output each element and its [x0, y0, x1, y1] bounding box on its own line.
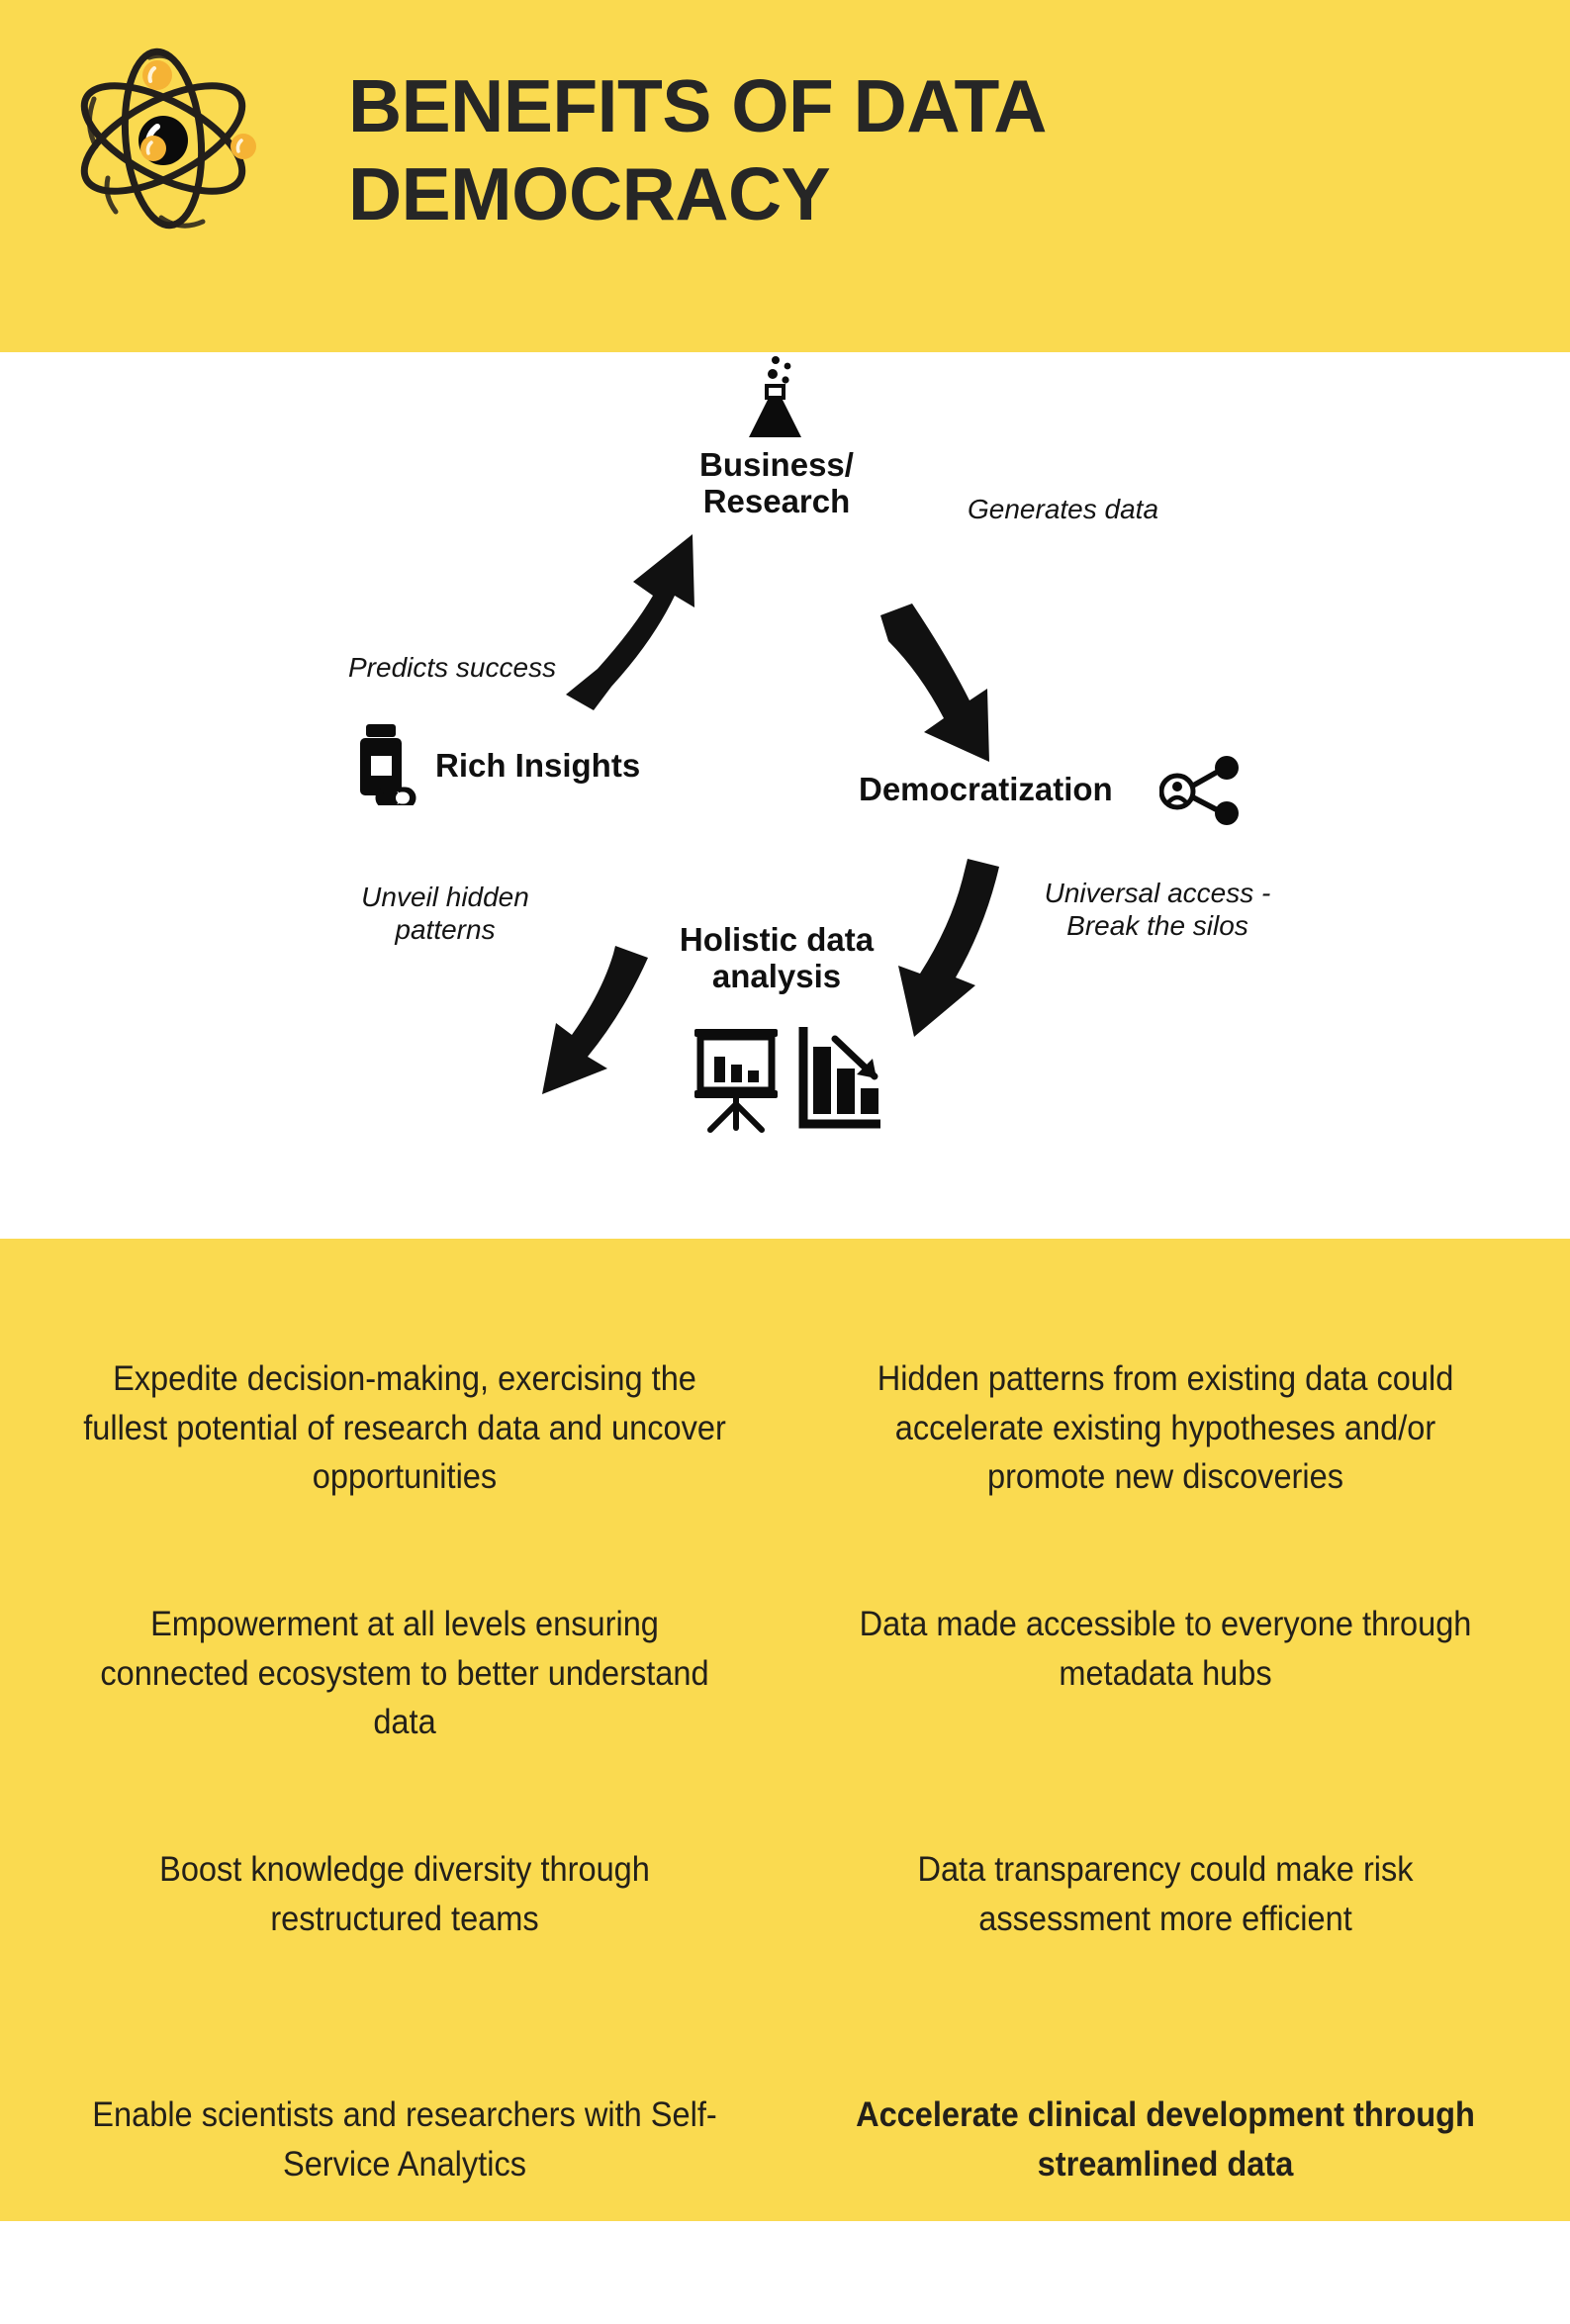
benefit-text: Accelerate clinical development through …: [856, 2095, 1476, 2184]
benefit-item: Data transparency could make risk assess…: [813, 1833, 1520, 2079]
share-network-icon: [1158, 756, 1241, 827]
benefit-item: Hidden patterns from existing data could…: [813, 1343, 1520, 1588]
presentation-chart-icon: [687, 1017, 884, 1136]
arrow-predicts-success: [566, 534, 694, 710]
benefit-item: Accelerate clinical development through …: [813, 2079, 1520, 2324]
cycle-diagram-section: Business/ Research Generates data Democr…: [0, 352, 1570, 1239]
benefit-text: Boost knowledge diversity through restru…: [158, 1850, 650, 1938]
benefit-item: Data made accessible to everyone through…: [813, 1588, 1520, 1833]
cycle-node-holistic-data-analysis: Holistic data analysis: [679, 921, 875, 994]
header-banner: Benefits of Data Democracy: [0, 0, 1570, 352]
benefit-text: Empowerment at all levels ensuring conne…: [100, 1605, 709, 1742]
benefit-text: Hidden patterns from existing data could…: [877, 1359, 1454, 1497]
page-title-line-1: Benefits of Data: [348, 64, 1047, 147]
benefits-grid: Expedite decision-making, exercising the…: [51, 1343, 1519, 2324]
benefits-section: Expedite decision-making, exercising the…: [0, 1239, 1570, 2221]
flask-icon: [740, 352, 809, 441]
medicine-bottle-icon: [352, 722, 423, 809]
benefit-text: Expedite decision-making, exercising the…: [82, 1359, 726, 1497]
arrow-generates-data: [880, 604, 989, 762]
cycle-node-democratization: Democratization: [859, 771, 1113, 807]
page-title: Benefits of Data Democracy: [348, 69, 1338, 245]
benefit-text: Data transparency could make risk assess…: [917, 1850, 1414, 1938]
cycle-edge-predicts-success: Predicts success: [348, 652, 557, 683]
cycle-edge-unveil-hidden-patterns: Unveil hidden patterns: [361, 882, 529, 946]
benefit-item: Empowerment at all levels ensuring conne…: [51, 1588, 758, 1833]
benefit-item: Expedite decision-making, exercising the…: [51, 1343, 758, 1588]
arrow-unveil-hidden-patterns: [542, 946, 648, 1094]
cycle-arrows: [542, 534, 999, 1094]
benefit-text: Data made accessible to everyone through…: [859, 1605, 1472, 1693]
benefit-item: Enable scientists and researchers with S…: [51, 2079, 758, 2324]
arrow-universal-access: [898, 859, 999, 1037]
benefit-item: Boost knowledge diversity through restru…: [51, 1833, 758, 2079]
cycle-node-business-research: Business/ Research: [699, 446, 854, 519]
cycle-node-rich-insights: Rich Insights: [435, 747, 641, 784]
page-title-line-2: Democracy: [348, 152, 831, 235]
cycle-edge-generates-data: Generates data: [968, 494, 1159, 524]
cycle-edge-universal-access: Universal access - Break the silos: [1044, 878, 1271, 942]
atom-icon: [54, 28, 272, 245]
benefit-text: Enable scientists and researchers with S…: [92, 2095, 717, 2184]
